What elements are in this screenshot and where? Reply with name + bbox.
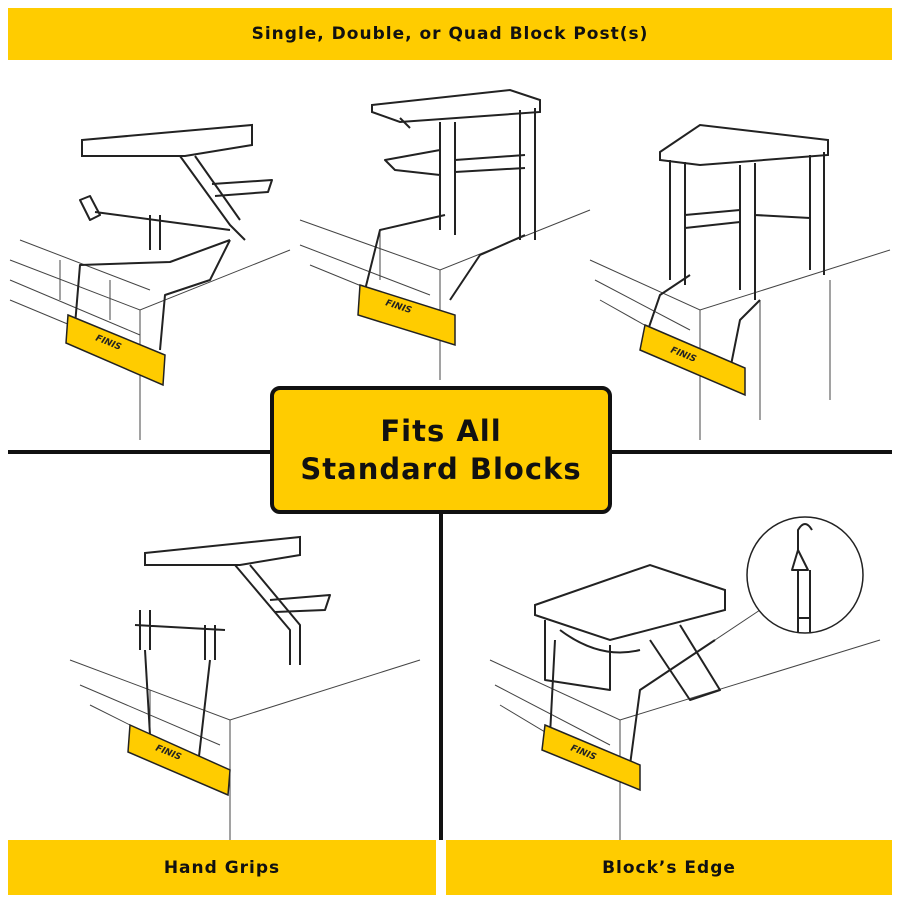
blocks-edge-block-illustration: FINIS — [489, 516, 881, 840]
hand-grips-block-illustration: FINIS — [69, 535, 421, 840]
hook-detail-inset — [746, 516, 864, 634]
divider-right — [610, 450, 892, 454]
header-title: Single, Double, or Quad Block Post(s) — [251, 24, 649, 44]
fits-all-badge: Fits All Standard Blocks — [270, 386, 612, 514]
double-post-block-illustration: FINIS — [299, 88, 591, 380]
single-post-block-illustration: FINIS — [9, 123, 291, 440]
hand-grips-label: Hand Grips — [163, 857, 281, 878]
divider-left — [8, 450, 270, 454]
divider-vertical — [439, 512, 443, 840]
badge-line-2: Standard Blocks — [300, 452, 582, 486]
header-banner: Single, Double, or Quad Block Post(s) — [8, 8, 892, 60]
blocks-edge-banner: Block’s Edge — [446, 840, 892, 895]
blocks-edge-label: Block’s Edge — [602, 857, 736, 878]
badge-line-1: Fits All — [380, 414, 502, 448]
hand-grips-banner: Hand Grips — [8, 840, 436, 895]
quad-post-block-illustration: FINIS — [589, 123, 891, 440]
